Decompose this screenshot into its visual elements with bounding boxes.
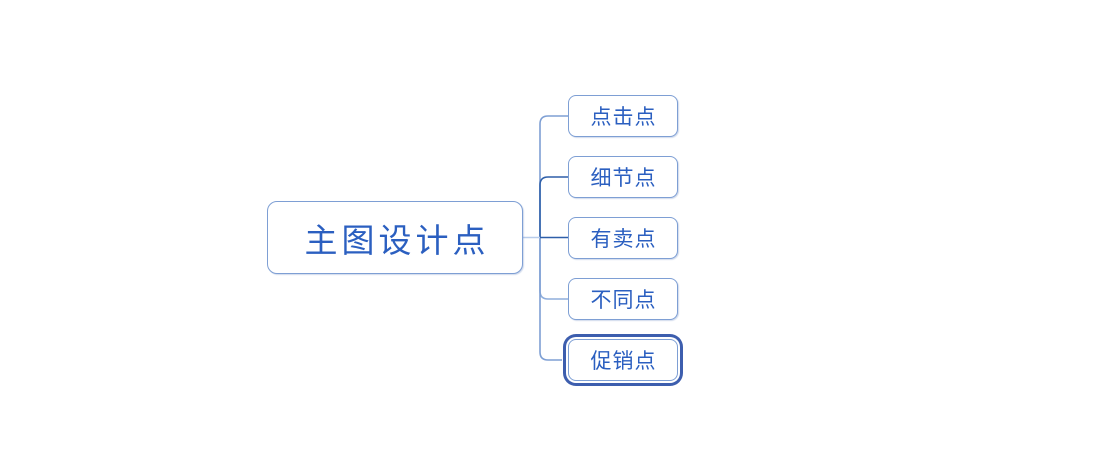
connector-branch-2 xyxy=(539,176,568,238)
child-topic-label: 细节点 xyxy=(590,166,657,190)
child-topic-label: 点击点 xyxy=(590,105,657,129)
child-topic-node-3[interactable]: 有卖点 xyxy=(568,217,678,259)
connector-branch-1 xyxy=(539,115,568,238)
child-topic-node-2[interactable]: 细节点 xyxy=(568,156,678,198)
child-topic-label: 促销点 xyxy=(590,349,657,373)
connector-branch-4 xyxy=(539,237,568,300)
child-topic-label: 有卖点 xyxy=(590,227,657,251)
root-topic-label: 主图设计点 xyxy=(304,220,490,260)
root-topic-node[interactable]: 主图设计点 xyxy=(267,201,523,274)
child-topic-node-5-selected[interactable]: 促销点 xyxy=(568,339,678,381)
child-topic-label: 不同点 xyxy=(590,288,657,312)
child-topic-node-1[interactable]: 点击点 xyxy=(568,95,678,137)
child-topic-node-4[interactable]: 不同点 xyxy=(568,278,678,320)
connector-branch-5 xyxy=(539,237,562,361)
